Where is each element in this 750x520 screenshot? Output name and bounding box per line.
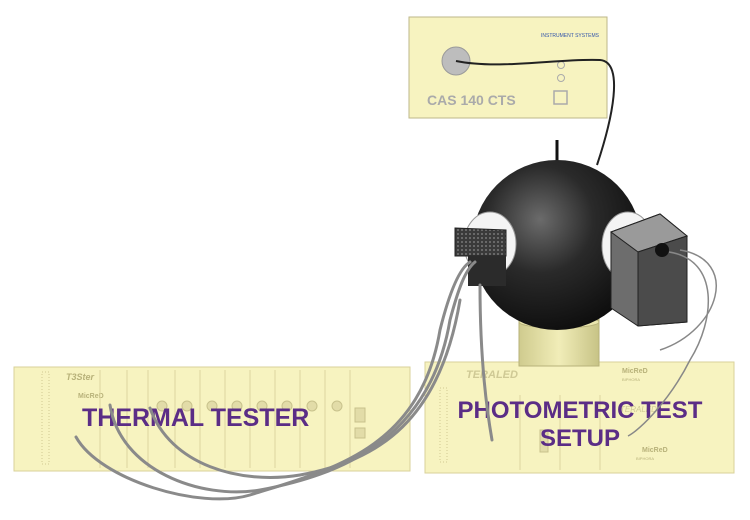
photometric-brand: TERALED	[466, 369, 518, 381]
photometric-maker: MicReD	[622, 368, 648, 375]
detector-icon	[609, 213, 689, 327]
fiber-cable	[455, 58, 616, 166]
photometric-sub-small: BIPHORA	[636, 456, 654, 461]
spectrometer-model-label: CAS 140 CTS	[427, 92, 516, 108]
thermal-maker: MicReD	[78, 393, 104, 400]
thermal-tester-rack: T3Ster MicReD THERMAL TESTER	[13, 366, 411, 472]
photometric-sub: BIPHORA	[622, 377, 640, 382]
power-switch-icon	[553, 90, 568, 105]
led-holder-icon	[454, 227, 507, 286]
test-cables	[74, 260, 494, 501]
spectrometer-unit: INSTRUMENT SYSTEMS CAS 140 CTS	[408, 16, 608, 119]
spectrometer-brand: INSTRUMENT SYSTEMS	[541, 33, 600, 39]
photometric-maker-small: MicReD	[642, 447, 668, 454]
indicator-led-icon	[557, 74, 565, 82]
thermal-brand: T3Ster	[66, 372, 95, 382]
thermal-tester-caption: THERMAL TESTER	[82, 404, 309, 432]
detector-cables	[627, 249, 717, 437]
photometric-caption-line2: SETUP	[540, 425, 620, 452]
photometric-brand-small: TERALED	[620, 405, 657, 414]
photometric-rack: TERALED MicReD BIPHORA TERALED MicReD BI…	[424, 361, 735, 474]
photometric-caption-line1: PHOTOMETRIC TEST	[458, 397, 703, 424]
